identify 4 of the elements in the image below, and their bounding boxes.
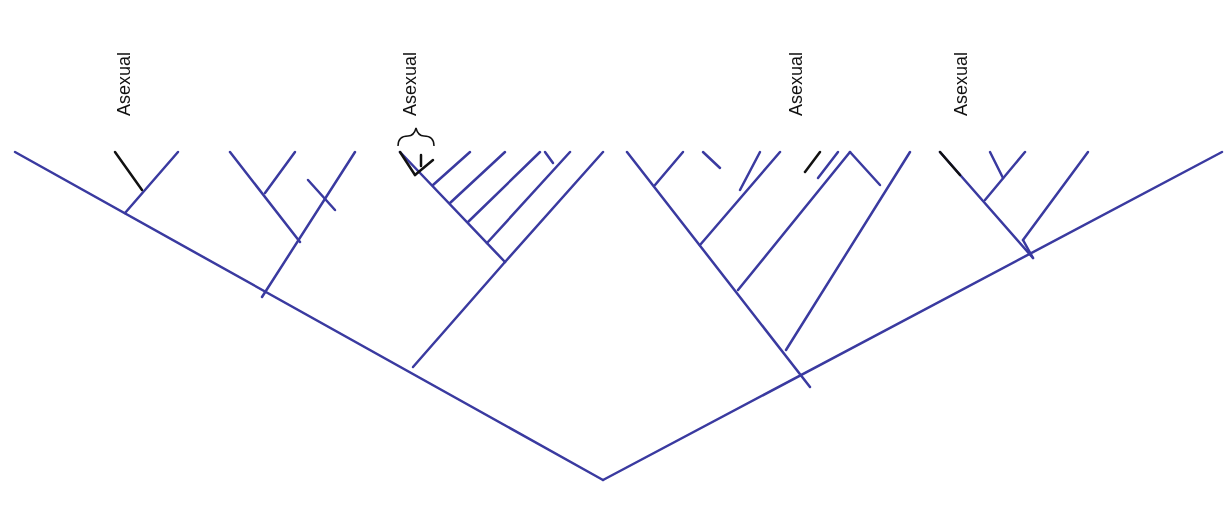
clade-label: Asexual [114,51,134,116]
clade-label: Asexual [400,51,420,116]
clade-label: Asexual [786,51,806,116]
clade-label: Asexual [951,51,971,116]
